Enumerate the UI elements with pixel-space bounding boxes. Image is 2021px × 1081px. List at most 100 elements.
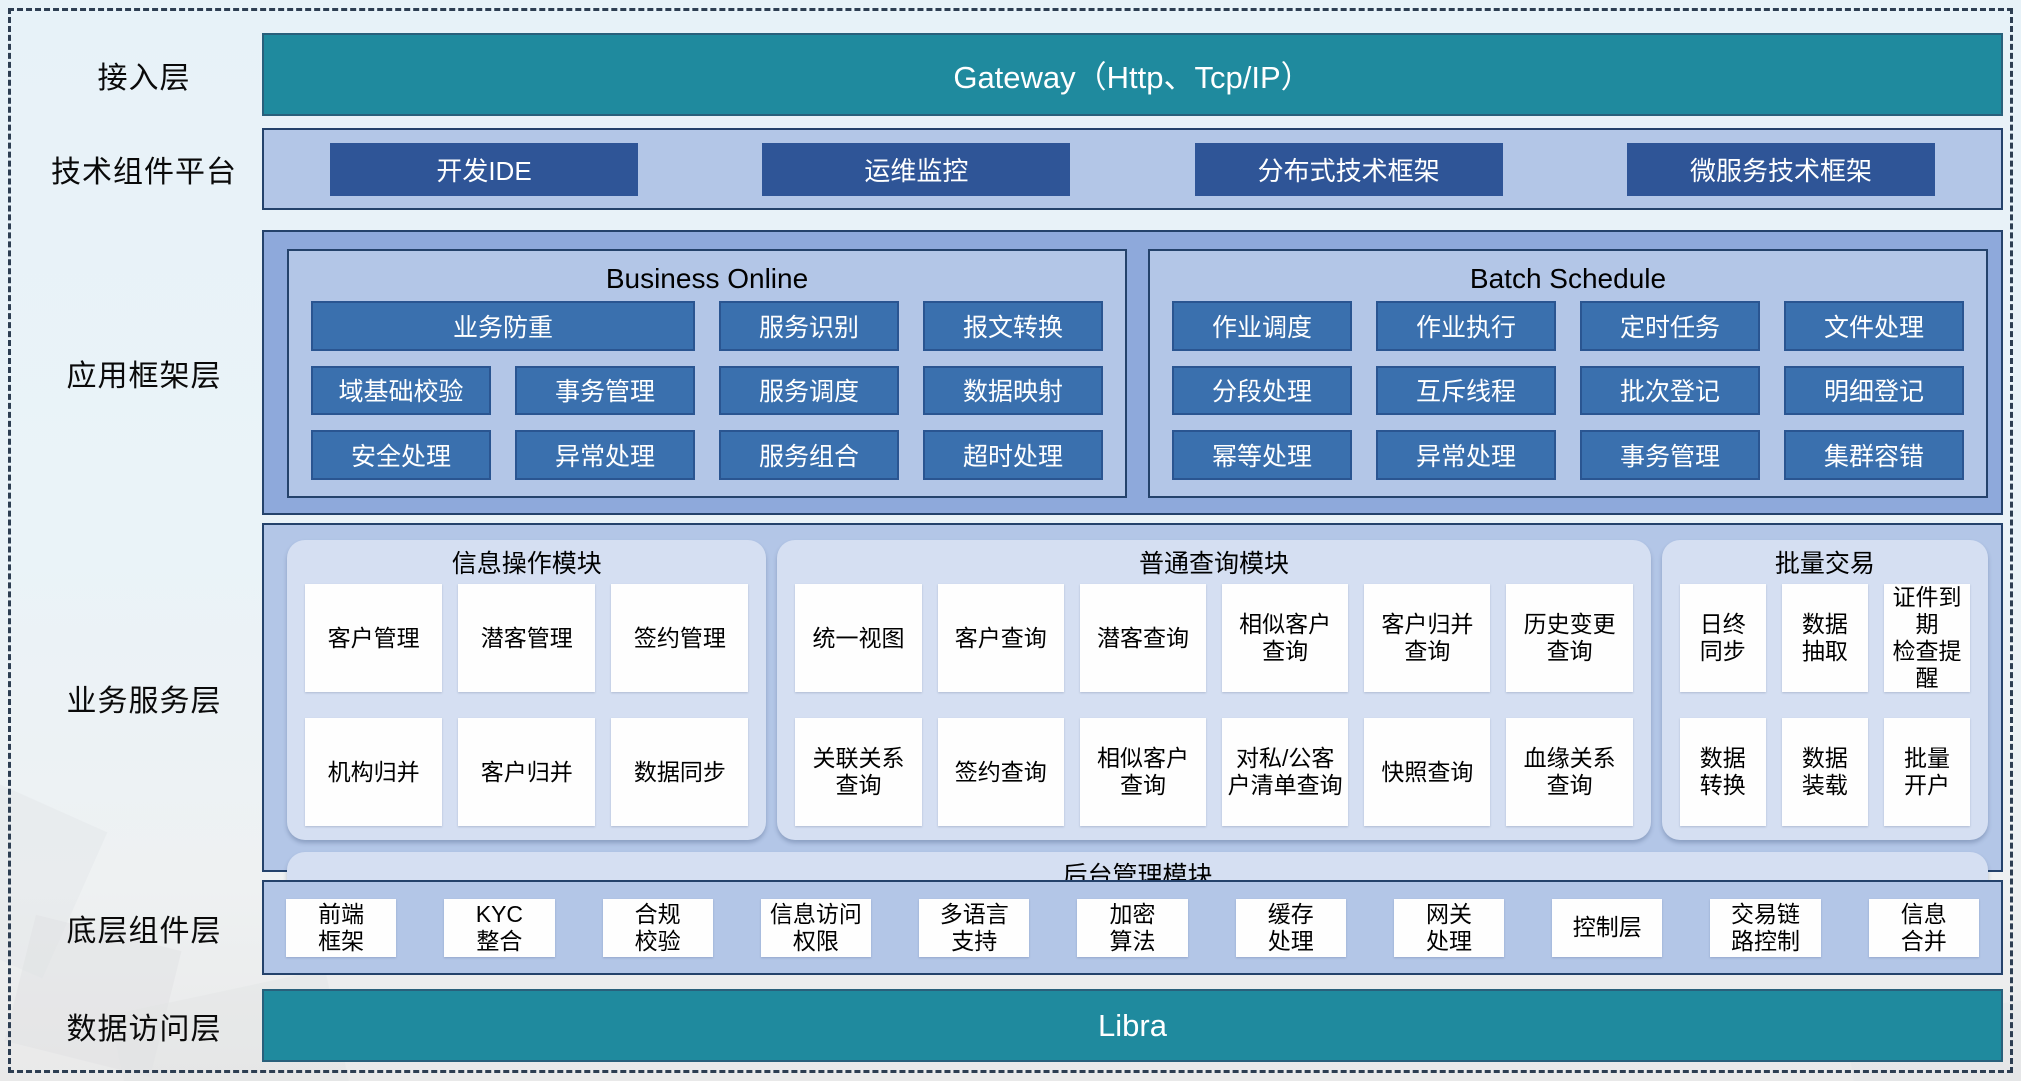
base-component-box: 信息访问 权限	[760, 898, 872, 957]
base-component-box: 加密 算法	[1077, 898, 1188, 957]
module-general-query-title: 普通查询模块	[1139, 550, 1290, 578]
service-function-box: 机构归并	[305, 718, 443, 826]
batch-schedule-grid: 作业调度作业执行定时任务文件处理分段处理互斥线程批次登记明细登记幂等处理异常处理…	[1172, 301, 1964, 480]
framework-component-box: 业务防重	[311, 301, 695, 351]
base-component-box: 缓存 处理	[1235, 898, 1346, 957]
framework-component-box: 事务管理	[515, 365, 695, 416]
module-general-query: 普通查询模块 统一视图客户查询潜客查询相似客户 查询客户归并 查询历史变更 查询…	[777, 540, 1651, 840]
framework-component-box: 批次登记	[1580, 365, 1760, 416]
service-function-box: 血缘关系 查询	[1506, 718, 1633, 826]
libra-bar: Libra	[262, 989, 2003, 1062]
framework-component-box: 幂等处理	[1172, 430, 1352, 480]
service-modules-row: 信息操作模块 客户管理潜客管理签约管理机构归并客户归并数据同步 普通查询模块 统…	[287, 540, 1988, 840]
framework-component-box: 作业调度	[1172, 301, 1352, 351]
base-component-box: 多语言 支持	[919, 898, 1030, 957]
tech-component-box: 分布式技术框架	[1194, 142, 1503, 196]
service-function-box: 证件到期 检查提醒	[1883, 584, 1970, 692]
tech-component-box: 运维监控	[762, 142, 1071, 196]
service-function-box: 快照查询	[1364, 718, 1491, 826]
framework-component-box: 分段处理	[1172, 365, 1352, 416]
service-function-box: 客户归并	[458, 718, 596, 826]
service-function-box: 数据 抽取	[1781, 584, 1868, 692]
service-function-box: 统一视图	[795, 584, 922, 692]
framework-component-box: 数据映射	[923, 365, 1103, 416]
module-batch-transaction-title: 批量交易	[1774, 550, 1875, 578]
tech-component-box: 微服务技术框架	[1626, 142, 1935, 196]
module-info-operation: 信息操作模块 客户管理潜客管理签约管理机构归并客户归并数据同步	[287, 540, 767, 840]
batch-schedule-panel: Batch Schedule 作业调度作业执行定时任务文件处理分段处理互斥线程批…	[1148, 249, 1988, 498]
layer-access: 接入层 Gateway（Http、Tcp/IP）	[26, 33, 2003, 116]
framework-component-box: 安全处理	[311, 430, 491, 480]
service-function-box: 对私/公客 户清单查询	[1222, 718, 1349, 826]
framework-component-box: 服务调度	[719, 365, 899, 416]
layer-label-data-access: 数据访问层	[66, 1012, 222, 1046]
layer-label-tech-platform: 技术组件平台	[51, 156, 237, 189]
framework-component-box: 服务识别	[719, 301, 899, 351]
service-function-box: 数据同步	[611, 718, 749, 826]
service-function-box: 签约查询	[937, 718, 1064, 826]
business-online-title: Business Online	[605, 263, 809, 294]
framework-component-box: 明细登记	[1784, 365, 1964, 416]
service-function-box: 批量 开户	[1883, 718, 1970, 826]
base-component-box: 合规 校验	[602, 898, 713, 957]
layer-label-app-framework: 应用框架层	[66, 359, 222, 393]
module-batch-transaction-cells: 日终 同步数据 抽取证件到期 检查提醒数据 转换数据 装载批量 开户	[1679, 584, 1970, 826]
framework-component-box: 超时处理	[923, 430, 1103, 480]
base-component-box: 信息 合并	[1868, 898, 1979, 957]
base-component-box: KYC 整合	[444, 898, 555, 957]
batch-schedule-title: Batch Schedule	[1469, 263, 1667, 294]
libra-bar-text: Libra	[1098, 1007, 1167, 1043]
framework-component-box: 文件处理	[1784, 301, 1964, 351]
layer-business-service: 业务服务层 信息操作模块 客户管理潜客管理签约管理机构归并客户归并数据同步 普通…	[26, 523, 2003, 962]
framework-component-box: 报文转换	[923, 301, 1103, 351]
service-function-box: 潜客查询	[1079, 584, 1207, 692]
tech-button-list: 开发IDE 运维监控 分布式技术框架 微服务技术框架	[330, 142, 1935, 196]
framework-component-box: 异常处理	[1376, 430, 1556, 480]
service-function-box: 相似客户 查询	[1222, 584, 1349, 692]
gateway-bar-text: Gateway（Http、Tcp/IP）	[953, 60, 1312, 95]
business-online-panel: Business Online 业务防重服务识别报文转换域基础校验事务管理服务调…	[287, 249, 1127, 498]
base-component-box: 控制层	[1552, 898, 1663, 957]
framework-component-box: 互斥线程	[1376, 365, 1556, 416]
service-function-box: 客户归并 查询	[1364, 584, 1491, 692]
framework-component-box: 定时任务	[1580, 301, 1760, 351]
service-function-box: 签约管理	[611, 584, 749, 692]
gateway-bar: Gateway（Http、Tcp/IP）	[262, 33, 2003, 116]
service-function-box: 关联关系 查询	[795, 718, 922, 826]
layer-label-access: 接入层	[97, 61, 191, 95]
module-info-operation-cells: 客户管理潜客管理签约管理机构归并客户归并数据同步	[305, 584, 749, 826]
service-function-box: 历史变更 查询	[1506, 584, 1633, 692]
service-function-box: 潜客管理	[458, 584, 596, 692]
framework-component-box: 事务管理	[1580, 430, 1760, 480]
tech-platform-panel: 开发IDE 运维监控 分布式技术框架 微服务技术框架	[262, 128, 2003, 210]
framework-component-box: 异常处理	[515, 430, 695, 480]
layer-label-business-service: 业务服务层	[66, 684, 222, 718]
base-components-cells: 前端 框架 KYC 整合合规 校验信息访问 权限多语言 支持加密 算法缓存 处理网…	[286, 898, 1979, 957]
layer-label-base-components: 底层组件层	[66, 914, 222, 948]
layer-base-components: 底层组件层 前端 框架 KYC 整合合规 校验信息访问 权限多语言 支持加密 算法…	[26, 880, 2003, 975]
layer-data-access: 数据访问层 Libra	[26, 989, 2003, 1062]
base-component-box: 前端 框架	[286, 898, 397, 957]
service-function-box: 相似客户 查询	[1079, 718, 1207, 826]
service-function-box: 日终 同步	[1679, 584, 1766, 692]
framework-component-box: 作业执行	[1376, 301, 1556, 351]
base-component-box: 交易链 路控制	[1710, 898, 1821, 957]
business-online-grid: 业务防重服务识别报文转换域基础校验事务管理服务调度数据映射安全处理异常处理服务组…	[311, 301, 1103, 480]
framework-component-box: 服务组合	[719, 430, 899, 480]
framework-component-box: 域基础校验	[311, 365, 491, 416]
base-components-panel: 前端 框架 KYC 整合合规 校验信息访问 权限多语言 支持加密 算法缓存 处理网…	[262, 880, 2003, 975]
app-framework-panel: Business Online 业务防重服务识别报文转换域基础校验事务管理服务调…	[262, 230, 2003, 515]
business-service-panel: 信息操作模块 客户管理潜客管理签约管理机构归并客户归并数据同步 普通查询模块 统…	[262, 523, 2003, 962]
service-function-box: 数据 装载	[1781, 718, 1868, 826]
layer-tech-platform: 技术组件平台 开发IDE 运维监控 分布式技术框架 微服务技术框架	[26, 128, 2003, 210]
tech-component-box: 开发IDE	[330, 142, 638, 196]
base-component-box: 网关 处理	[1393, 898, 1505, 957]
module-info-operation-title: 信息操作模块	[451, 550, 602, 578]
module-batch-transaction: 批量交易 日终 同步数据 抽取证件到期 检查提醒数据 转换数据 装载批量 开户	[1661, 540, 1988, 840]
service-function-box: 客户查询	[937, 584, 1064, 692]
service-function-box: 客户管理	[305, 584, 443, 692]
service-function-box: 数据 转换	[1679, 718, 1766, 826]
framework-component-box: 集群容错	[1784, 430, 1964, 480]
module-general-query-cells: 统一视图客户查询潜客查询相似客户 查询客户归并 查询历史变更 查询关联关系 查询…	[795, 584, 1633, 826]
